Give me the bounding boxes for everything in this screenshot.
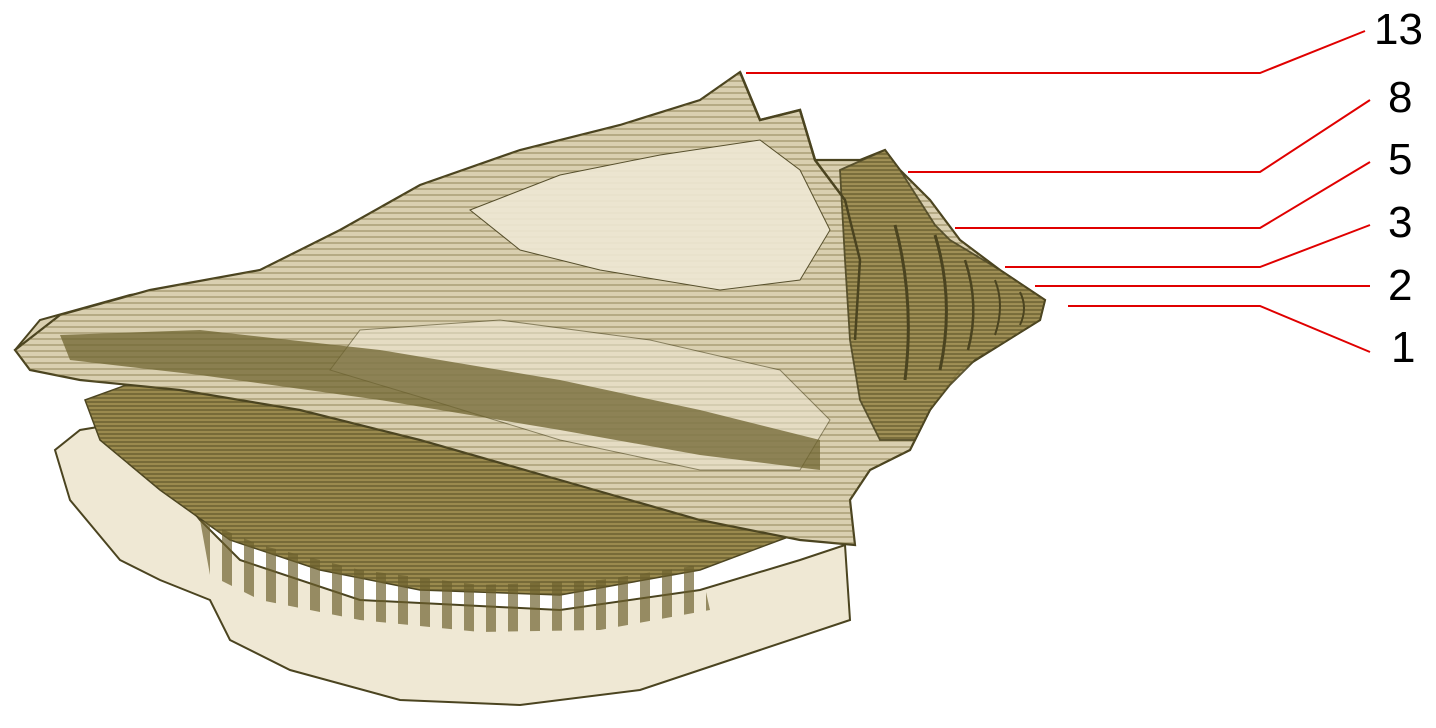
label-5: 5: [1388, 135, 1412, 184]
label-13: 13: [1374, 5, 1423, 54]
leader-line-13: [746, 31, 1365, 73]
label-3: 3: [1388, 198, 1412, 247]
shell-illustration: [15, 72, 1045, 705]
label-1: 1: [1391, 323, 1415, 372]
leader-line-3: [1005, 225, 1370, 267]
number-labels: 13 8 5 3 2 1: [1374, 5, 1423, 372]
shell-spire-hatch: [840, 150, 1045, 440]
leader-line-8: [908, 100, 1370, 172]
label-8: 8: [1388, 73, 1412, 122]
leader-line-1: [1068, 306, 1370, 352]
label-2: 2: [1388, 261, 1412, 310]
